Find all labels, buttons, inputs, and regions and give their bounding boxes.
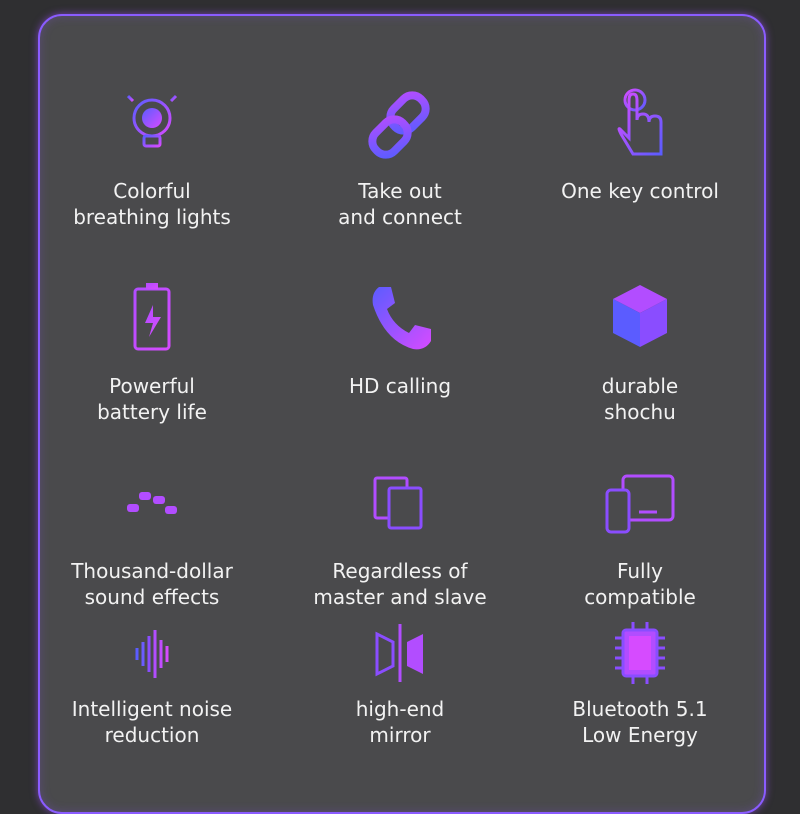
phone-icon bbox=[372, 287, 431, 350]
cube-icon bbox=[613, 285, 667, 347]
devices-icon bbox=[605, 474, 675, 534]
feature-mirror: high-end mirror bbox=[280, 618, 520, 748]
feature-noise-reduction: Intelligent noise reduction bbox=[32, 618, 272, 748]
feature-label: high-end mirror bbox=[355, 697, 445, 747]
feature-label: Bluetooth 5.1 Low Energy bbox=[572, 697, 708, 747]
feature-label: Fully compatible bbox=[584, 559, 696, 609]
feature-colorful-lights: Colorful breathing lights bbox=[32, 80, 272, 230]
feature-label: Intelligent noise reduction bbox=[71, 697, 233, 747]
feature-label: Thousand-dollar sound effects bbox=[71, 559, 233, 609]
feature-one-key-control: One key control bbox=[520, 80, 760, 204]
feature-label: Colorful breathing lights bbox=[73, 179, 231, 229]
feature-label: Take out and connect bbox=[338, 179, 462, 229]
feature-sound-effects: Thousand-dollar sound effects bbox=[32, 460, 272, 610]
feature-label: HD calling bbox=[348, 374, 452, 398]
feature-hd-calling: HD calling bbox=[280, 275, 520, 399]
soundwave-icon bbox=[135, 630, 169, 678]
feature-label: One key control bbox=[561, 179, 719, 203]
chain-link-icon bbox=[368, 91, 430, 159]
feature-bluetooth: Bluetooth 5.1 Low Energy bbox=[520, 618, 760, 748]
feature-label: Powerful battery life bbox=[97, 374, 207, 424]
battery-icon bbox=[133, 283, 171, 351]
feature-label: durable shochu bbox=[601, 374, 679, 424]
equalizer-icon bbox=[127, 474, 177, 532]
feature-durable: durable shochu bbox=[520, 275, 760, 425]
feature-battery-life: Powerful battery life bbox=[32, 275, 272, 425]
chip-icon bbox=[615, 622, 665, 684]
overlap-squares-icon bbox=[373, 476, 423, 530]
feature-label: Regardless of master and slave bbox=[313, 559, 487, 609]
mirror-icon bbox=[375, 624, 423, 682]
finger-tap-icon bbox=[617, 88, 663, 156]
feature-compatible: Fully compatible bbox=[520, 460, 760, 610]
feature-master-slave: Regardless of master and slave bbox=[280, 460, 520, 610]
feature-take-out-connect: Take out and connect bbox=[280, 80, 520, 230]
lightbulb-icon bbox=[120, 86, 184, 148]
